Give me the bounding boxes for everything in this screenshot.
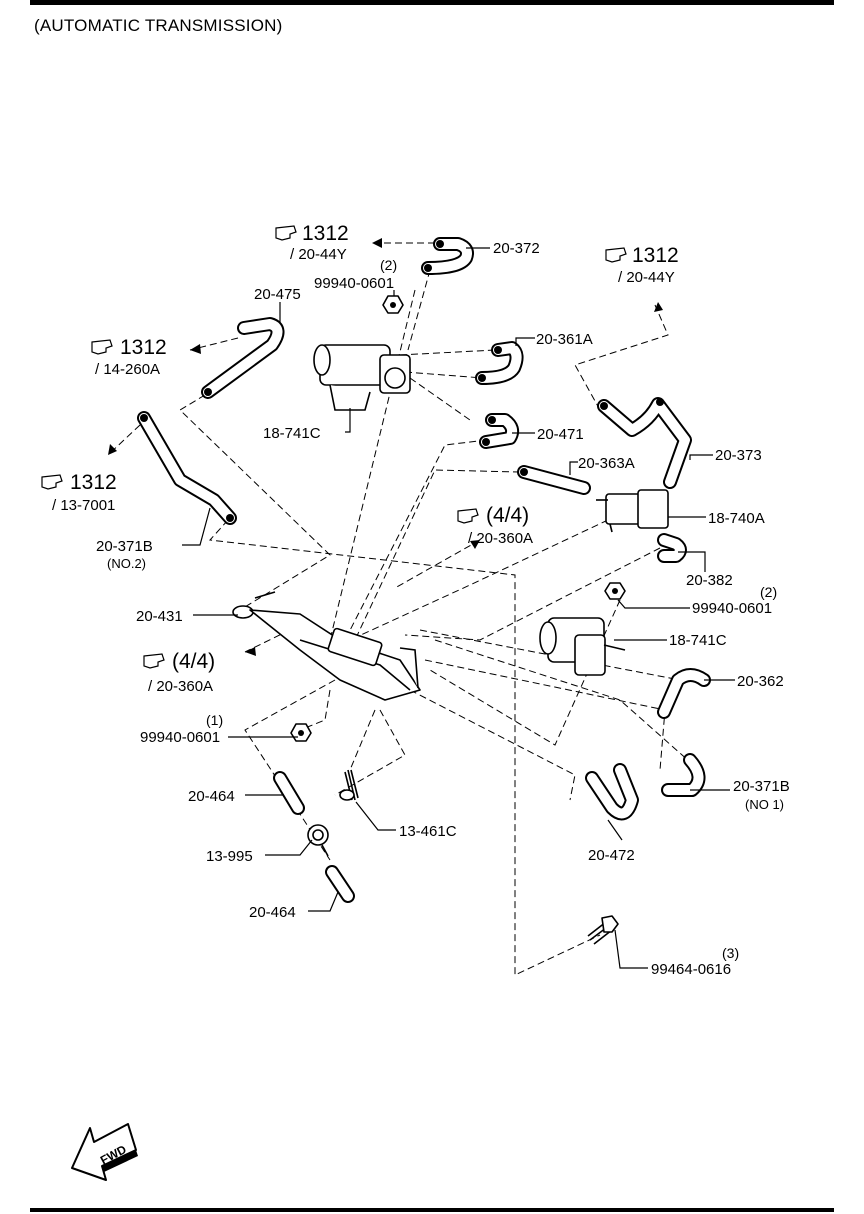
label-20-371B-no1: 20-371B: [733, 778, 790, 795]
label-20-382: 20-382: [686, 572, 733, 589]
label-20-372: 20-372: [493, 240, 540, 257]
label-18-740A: 18-740A: [708, 510, 765, 527]
label-no2: (NO.2): [107, 556, 146, 571]
bottom-rule: [30, 1208, 834, 1212]
diagram-heading: (AUTOMATIC TRANSMISSION): [34, 16, 283, 35]
pointing-hand-icon: [41, 225, 627, 669]
label-20-471: 20-471: [537, 426, 584, 443]
label-20-371B-no2: 20-371B: [96, 538, 153, 555]
label-20-475: 20-475: [254, 286, 301, 303]
label-20-431: 20-431: [136, 608, 183, 625]
leader-lines: [182, 247, 735, 969]
label-qty-3: (3): [722, 945, 739, 961]
label-20-373: 20-373: [715, 447, 762, 464]
label-99940-0601-top: 99940-0601: [314, 275, 394, 292]
fwd-arrow-icon: FWD: [71, 1123, 138, 1181]
hose-20-382: [657, 533, 687, 563]
label-no1: (NO 1): [745, 797, 784, 812]
hose-20-472: [585, 763, 639, 821]
label-20-363A: 20-363A: [578, 455, 635, 472]
ref-r4-main: 1312: [70, 471, 117, 494]
label-qty-2-top: (2): [380, 257, 397, 273]
hose-20-464-upper: [273, 771, 305, 815]
ref-r4-sub: / 13-7001: [52, 497, 115, 514]
solenoid-18-741C-top: [313, 344, 411, 411]
nut-99940-0601-top: [382, 295, 404, 314]
hose-20-371B-no1: [661, 753, 706, 797]
valve-13-995: [307, 824, 329, 857]
bolt-99464-0616: [587, 915, 619, 945]
label-99940-0601-right: 99940-0601: [692, 600, 772, 617]
hose-20-362: [657, 668, 711, 719]
hose-20-373: [597, 397, 692, 489]
label-20-464-upper: 20-464: [188, 788, 235, 805]
ref-r2-sub: / 20-44Y: [618, 269, 675, 286]
nut-99940-0601-right: [604, 582, 626, 600]
label-qty-1: (1): [206, 712, 223, 728]
label-13-461C: 13-461C: [399, 823, 457, 840]
ref-r5-sub: / 20-360A: [468, 530, 533, 547]
hose-20-475: [201, 317, 285, 399]
hose-20-363A: [517, 465, 591, 495]
label-18-741C-top: 18-741C: [263, 425, 321, 442]
hose-20-464-lower: [325, 865, 355, 903]
label-20-464-lower: 20-464: [249, 904, 296, 921]
reference-arrows: [108, 238, 663, 656]
nut-99940-0601-lower: [290, 723, 312, 742]
bracket-20-431: [232, 591, 421, 701]
ref-r2-main: 1312: [632, 244, 679, 267]
label-13-995: 13-995: [206, 848, 253, 865]
bolt-13-461C: [339, 769, 359, 801]
hose-20-471: [479, 413, 520, 449]
ref-r3-sub: / 14-260A: [95, 361, 160, 378]
label-99940-0601-lower: 99940-0601: [140, 729, 220, 746]
solenoid-18-741C-right: [539, 617, 626, 676]
label-99464-0616: 99464-0616: [651, 961, 731, 978]
label-18-741C-right: 18-741C: [669, 632, 727, 649]
ref-r5-main: (4/4): [486, 504, 529, 527]
ref-r6-sub: / 20-360A: [148, 678, 213, 695]
ref-r3-main: 1312: [120, 336, 167, 359]
ref-r6-main: (4/4): [172, 650, 215, 673]
label-qty-2-right: (2): [760, 584, 777, 600]
hose-20-371B-no2: [137, 411, 237, 525]
hose-20-361A: [475, 341, 524, 385]
hose-20-372: [421, 237, 474, 275]
ref-r1-main: 1312: [302, 222, 349, 245]
routing-lines: [107, 242, 691, 976]
label-20-361A: 20-361A: [536, 331, 593, 348]
label-20-472: 20-472: [588, 847, 635, 864]
top-rule: [30, 0, 834, 5]
label-20-362: 20-362: [737, 673, 784, 690]
ref-r1-sub: / 20-44Y: [290, 246, 347, 263]
solenoid-18-740A: [596, 489, 669, 533]
